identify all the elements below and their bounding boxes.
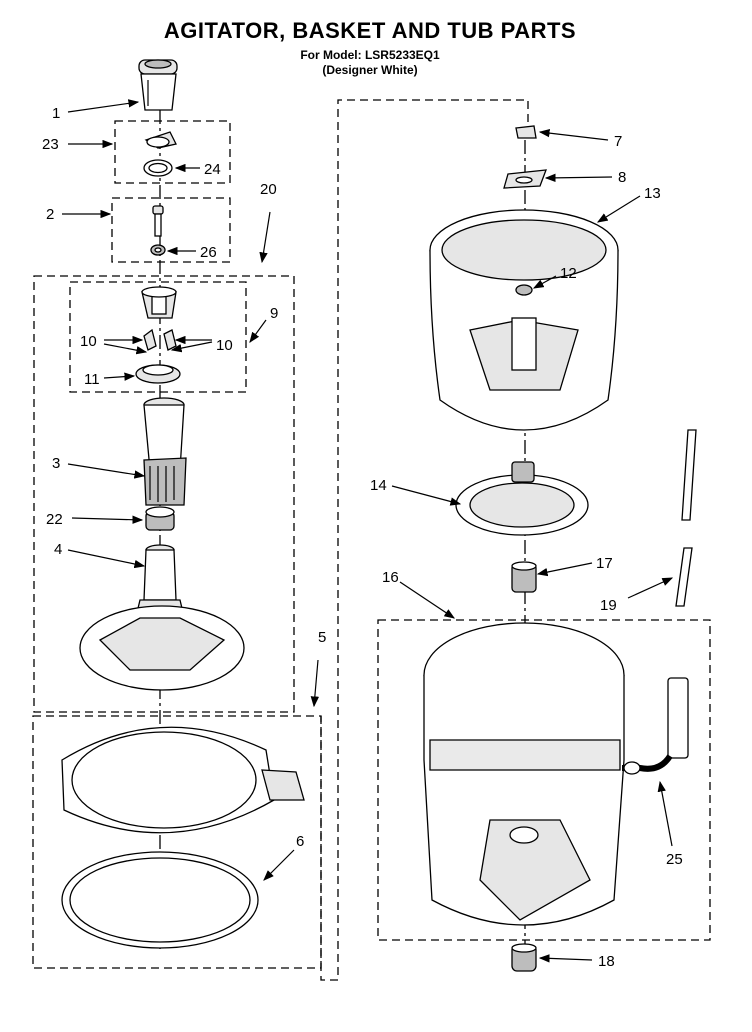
part-11-cam — [135, 364, 181, 384]
part-12-nut — [515, 284, 533, 296]
callout-20: 20 — [260, 181, 277, 198]
part-14-tub-wall-inner — [455, 461, 589, 536]
callout-labels: 1 23 24 2 26 20 9 10 10 11 3 22 4 5 6 7 … — [42, 105, 683, 970]
callout-9: 9 — [270, 305, 278, 322]
part-22-gear — [145, 506, 175, 531]
part-13-basket — [429, 209, 619, 431]
group-box-20 — [33, 275, 295, 713]
callout-10-right: 10 — [216, 337, 233, 354]
callout-24: 24 — [204, 161, 221, 178]
callout-16: 16 — [382, 569, 399, 586]
part-24-o-ring — [143, 159, 173, 177]
part-19-hose — [675, 429, 697, 607]
callout-25: 25 — [666, 851, 683, 868]
callout-12: 12 — [560, 265, 577, 282]
part-26-washer — [150, 244, 166, 256]
callout-13: 13 — [644, 185, 661, 202]
part-18-pump — [511, 943, 537, 972]
leader-lines — [62, 99, 674, 963]
group-box-16 — [377, 619, 711, 941]
part-3-agitator-barrel — [143, 397, 187, 506]
part-9-dog-assembly — [141, 286, 177, 319]
part-17-coupling — [511, 561, 537, 593]
part-2-bolt — [152, 205, 164, 237]
callout-7: 7 — [614, 133, 622, 150]
group-box-23-24 — [114, 120, 231, 184]
group-boxes — [32, 99, 711, 981]
group-box-2-26 — [111, 197, 231, 263]
part-7-clip — [515, 125, 537, 139]
callout-10-left: 10 — [80, 333, 97, 350]
connector-line — [320, 99, 529, 981]
part-6-tub-seal — [61, 851, 259, 949]
callout-5: 5 — [318, 629, 326, 646]
callout-1: 1 — [52, 105, 60, 122]
part-8-nut — [503, 169, 547, 189]
model-number: For Model: LSR5233EQ1 — [300, 48, 440, 62]
callout-18: 18 — [598, 953, 615, 970]
callout-14: 14 — [370, 477, 387, 494]
part-16-outer-tub — [423, 622, 625, 926]
group-box-5 — [32, 715, 322, 969]
part-1-agitator-cap — [138, 59, 178, 111]
callout-6: 6 — [296, 833, 304, 850]
part-25-tub-hose — [622, 677, 689, 775]
callout-22: 22 — [46, 511, 63, 528]
part-5-tub-ring — [61, 726, 305, 834]
part-4-agitator-base — [79, 544, 245, 691]
diagram-title: AGITATOR, BASKET AND TUB PARTS — [163, 18, 577, 43]
callout-19: 19 — [600, 597, 617, 614]
callout-26: 26 — [200, 244, 217, 261]
model-color: (Designer White) — [322, 63, 418, 77]
model-info: For Model: LSR5233EQ1 (Designer White) — [290, 48, 450, 78]
callout-23: 23 — [42, 136, 59, 153]
callout-17: 17 — [596, 555, 613, 572]
callout-4: 4 — [54, 541, 62, 558]
callout-8: 8 — [618, 169, 626, 186]
callout-2: 2 — [46, 206, 54, 223]
callout-3: 3 — [52, 455, 60, 472]
part-23-cap-clip — [144, 131, 177, 149]
callout-11: 11 — [84, 371, 100, 388]
